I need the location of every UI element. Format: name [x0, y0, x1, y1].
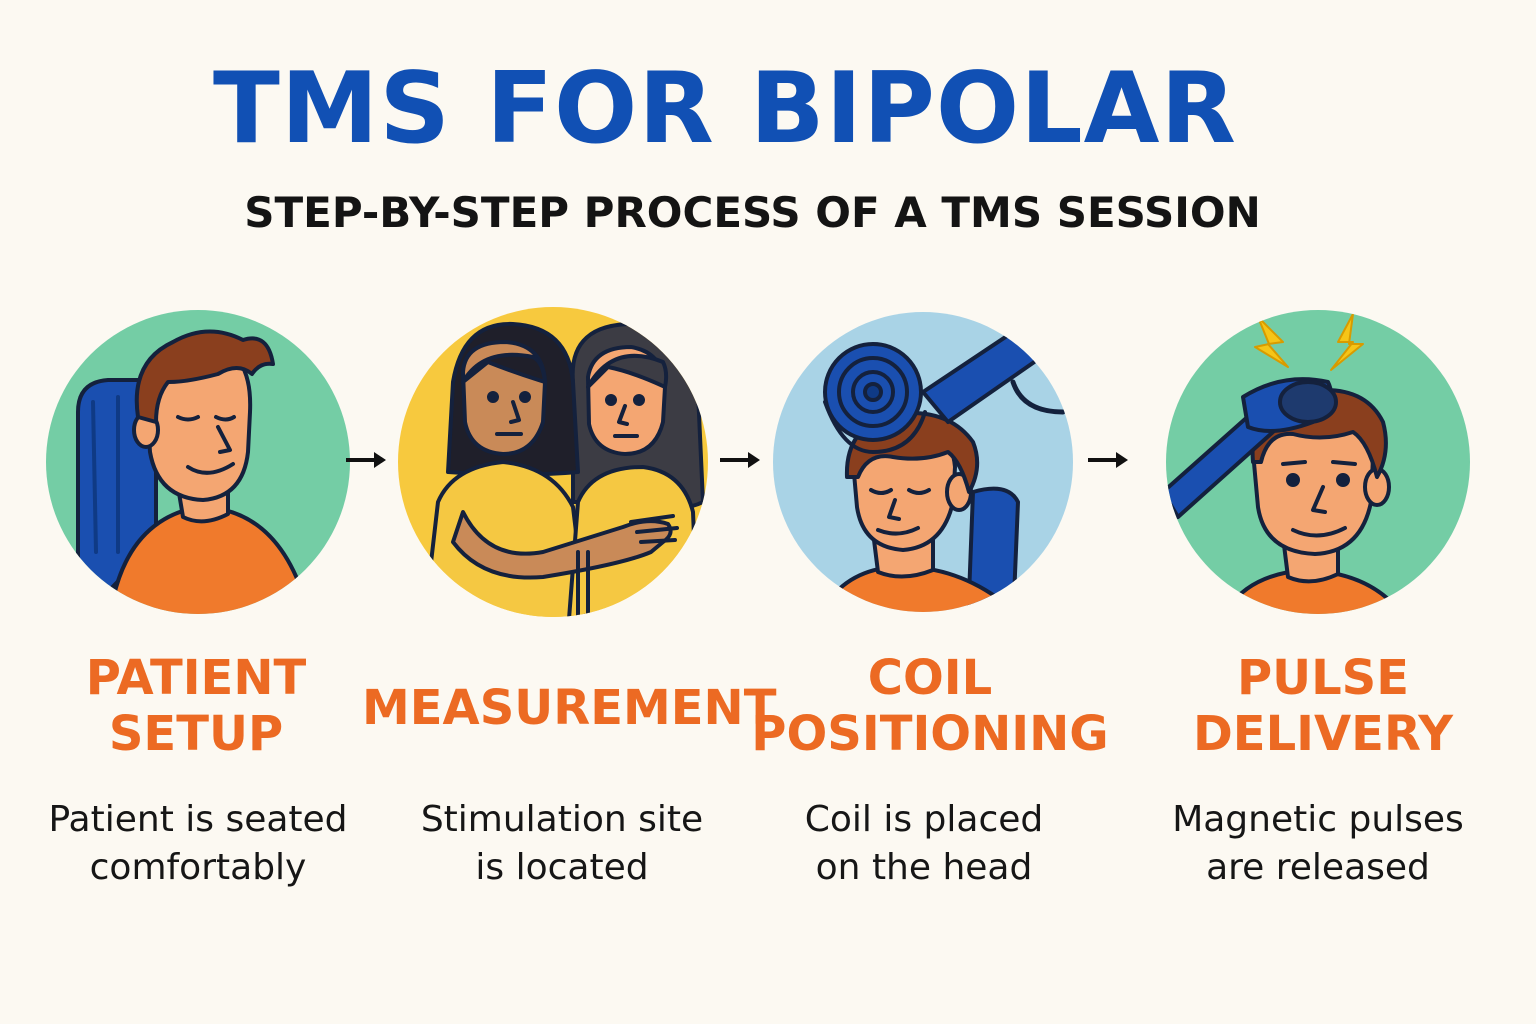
step-3-label: COIL POSITIONING [751, 650, 1109, 762]
coil-on-head-icon [773, 302, 1093, 622]
patient-seated-icon [38, 302, 358, 622]
step-3-description: Coil is placed on the head [804, 799, 1044, 888]
magnetic-pulse-icon [1163, 302, 1483, 622]
arrow-right-icon [1086, 450, 1132, 470]
step-4-description: Magnetic pulses are released [1172, 799, 1464, 888]
step-1-label: PATIENT SETUP [85, 650, 307, 762]
clinician-measuring-icon [393, 302, 713, 622]
step-2-description: Stimulation site is located [420, 799, 704, 888]
arrow-right-icon [344, 450, 390, 470]
page-subtitle: STEP-BY-STEP PROCESS OF A TMS SESSION [244, 188, 1261, 237]
arrow-right-icon [718, 450, 764, 470]
step-4-label: PULSE DELIVERY [1192, 650, 1454, 762]
page-title: TMS FOR BIPOLAR [213, 52, 1237, 166]
step-1-description: Patient is seated comfortably [48, 799, 348, 888]
step-2-label: MEASUREMENT [362, 680, 777, 736]
